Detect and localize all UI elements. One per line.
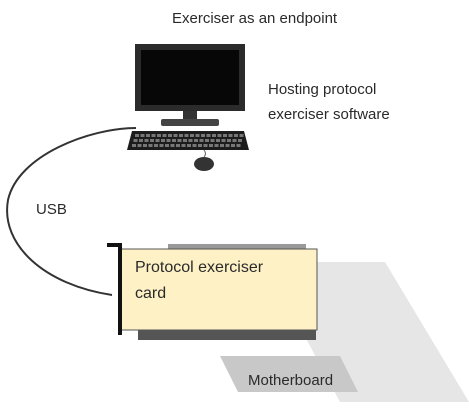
card-top-connector (168, 244, 306, 251)
motherboard-chip (220, 356, 358, 392)
keyboard-keys (132, 134, 244, 147)
keyboard-key (144, 139, 149, 142)
keyboard-key (220, 144, 224, 147)
keyboard-key (132, 144, 136, 147)
keyboard-key (173, 134, 178, 137)
keyboard-key (165, 144, 169, 147)
keyboard-key (139, 139, 143, 142)
keyboard-key (206, 134, 211, 137)
keyboard-key (232, 139, 237, 142)
keyboard-key (199, 139, 204, 142)
keyboard-key (155, 139, 160, 142)
keyboard-key (195, 134, 200, 137)
keyboard-key (143, 144, 147, 147)
mouse-icon (194, 157, 214, 171)
keyboard-key (184, 134, 189, 137)
keyboard-key (227, 139, 231, 142)
keyboard-key (161, 139, 165, 142)
keyboard-key (150, 139, 154, 142)
monitor-base (161, 119, 219, 126)
keyboard-key (187, 144, 191, 147)
keyboard-key (205, 139, 209, 142)
keyboard-key (221, 139, 226, 142)
keyboard-key (172, 139, 176, 142)
card-edge-connector (138, 328, 316, 340)
hosting-software-label-line2: exerciser software (268, 106, 390, 123)
keyboard-key (217, 134, 222, 137)
keyboard-key (133, 139, 138, 142)
keyboard-key (190, 134, 194, 137)
keyboard-key (179, 134, 183, 137)
keyboard-key (223, 134, 227, 137)
card-label-line1: Protocol exerciser (135, 259, 264, 276)
keyboard-key (162, 134, 167, 137)
usb-cable (6, 127, 137, 296)
keyboard-key (209, 144, 213, 147)
keyboard-key (231, 144, 235, 147)
monitor-screen (141, 50, 239, 105)
keyboard-key (157, 134, 161, 137)
card-label-line2: card (135, 285, 167, 302)
keyboard-key (170, 144, 175, 147)
keyboard-key (188, 139, 193, 142)
motherboard-label: Motherboard (248, 372, 334, 389)
keyboard-key (238, 139, 242, 142)
keyboard-key (216, 139, 220, 142)
keyboard-key (148, 144, 153, 147)
keyboard-key (135, 134, 139, 137)
card-board (119, 248, 318, 331)
keyboard-key (194, 139, 198, 142)
keyboard-key (228, 134, 233, 137)
keyboard-key (151, 134, 156, 137)
keyboard-key (239, 134, 244, 137)
keyboard-key (154, 144, 158, 147)
desktop-computer-icon (127, 44, 249, 171)
keyboard-key (176, 144, 180, 147)
mouse-cord (203, 149, 206, 158)
keyboard-key (181, 144, 186, 147)
keyboard-key (203, 144, 208, 147)
keyboard-key (166, 139, 171, 142)
keyboard-key (146, 134, 150, 137)
keyboard-key (192, 144, 197, 147)
protocol-exerciser-card (107, 243, 318, 340)
keyboard-key (234, 134, 238, 137)
hosting-software-label-line1: Hosting protocol (268, 81, 377, 98)
keyboard-key (210, 139, 215, 142)
keyboard-key (159, 144, 164, 147)
keyboard-key (198, 144, 202, 147)
keyboard-key (183, 139, 187, 142)
keyboard-key (236, 144, 241, 147)
keyboard-key (212, 134, 216, 137)
usb-label: USB (36, 201, 67, 218)
keyboard-key (168, 134, 172, 137)
monitor-neck (183, 111, 197, 120)
keyboard-key (214, 144, 219, 147)
keyboard-key (177, 139, 182, 142)
card-bracket (107, 243, 122, 335)
keyboard-key (137, 144, 142, 147)
diagram-title: Exerciser as an endpoint (172, 10, 338, 27)
keyboard-key (225, 144, 230, 147)
keyboard-key (201, 134, 205, 137)
keyboard-key (140, 134, 145, 137)
